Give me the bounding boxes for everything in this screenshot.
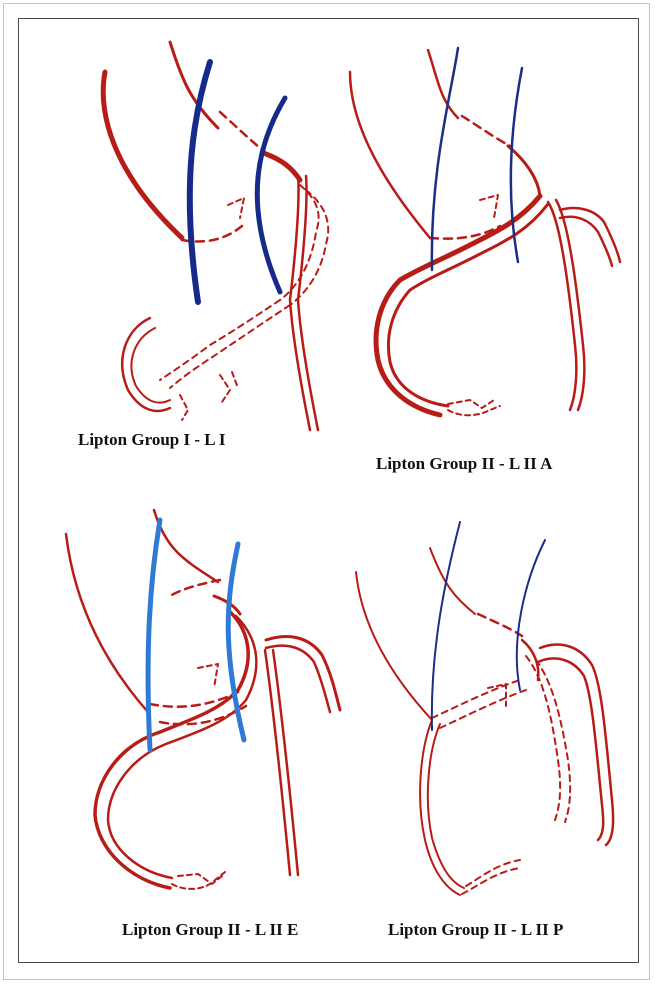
caption-lipton-group-2e: Lipton Group II - L II E	[122, 920, 298, 940]
caption-lipton-group-2a: Lipton Group II - L II A	[376, 454, 552, 474]
panel-lipton-group-1	[103, 42, 328, 430]
caption-lipton-group-1: Lipton Group I - L I	[78, 430, 226, 450]
panel-lipton-group-2a	[350, 48, 620, 415]
panel-lipton-group-2e	[66, 510, 340, 889]
caption-lipton-group-2p: Lipton Group II - L II P	[388, 920, 563, 940]
panel-lipton-group-2p	[356, 522, 613, 895]
